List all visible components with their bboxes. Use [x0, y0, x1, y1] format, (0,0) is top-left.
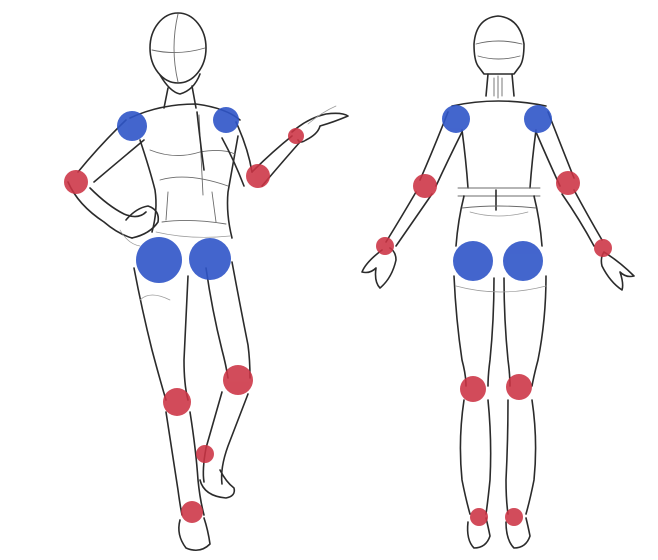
back-right-ankle-joint — [505, 508, 523, 526]
front-left-knee-joint — [223, 365, 253, 395]
back-left-arm — [361, 111, 463, 289]
front-left-shoulder-joint — [213, 107, 239, 133]
front-left-arm — [221, 105, 349, 187]
front-right-knee-joint — [163, 388, 191, 416]
back-right-wrist-joint — [594, 239, 612, 257]
front-right-elbow-joint — [64, 170, 88, 194]
back-left-ankle-joint — [470, 508, 488, 526]
back-torso — [451, 100, 547, 247]
front-figure — [64, 12, 349, 552]
front-torso — [129, 103, 241, 239]
front-right-shoulder-joint — [117, 111, 147, 141]
front-right-hip-joint — [136, 237, 182, 283]
back-neck — [485, 73, 515, 99]
back-legs — [453, 275, 547, 549]
front-major-joints — [117, 107, 239, 283]
back-major-joints — [442, 105, 552, 281]
back-right-arm — [535, 111, 635, 291]
back-right-knee-joint — [506, 374, 532, 400]
back-right-shoulder-joint — [524, 105, 552, 133]
back-left-shoulder-joint — [442, 105, 470, 133]
back-left-knee-joint — [460, 376, 486, 402]
front-left-elbow-joint — [246, 164, 270, 188]
front-left-hip-joint — [189, 238, 231, 280]
back-right-elbow-joint — [556, 171, 580, 195]
front-minor-joints — [64, 128, 304, 523]
back-left-hip-joint — [453, 241, 493, 281]
back-minor-joints — [376, 171, 612, 526]
front-left-wrist-joint — [288, 128, 304, 144]
back-left-wrist-joint — [376, 237, 394, 255]
back-figure — [361, 15, 635, 549]
back-left-elbow-joint — [413, 174, 437, 198]
back-right-hip-joint — [503, 241, 543, 281]
back-head — [473, 15, 525, 75]
front-right-ankle-joint — [181, 501, 203, 523]
front-left-ankle-joint — [196, 445, 214, 463]
front-head — [149, 12, 207, 95]
